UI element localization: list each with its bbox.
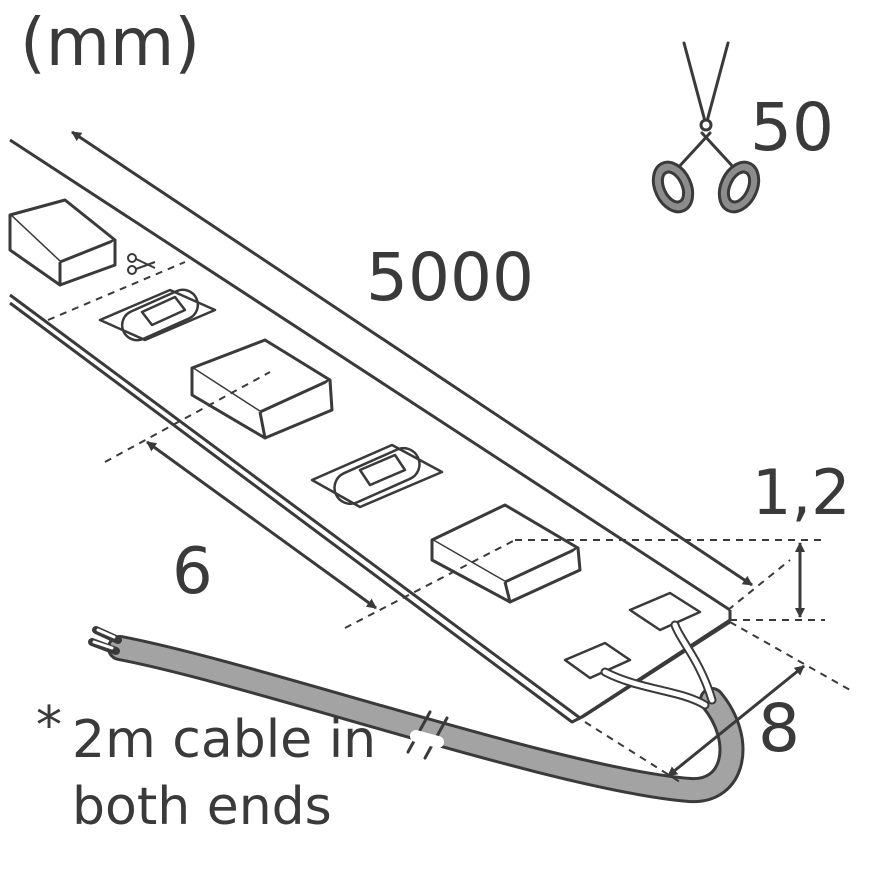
pitch-dimension-arrow xyxy=(146,440,377,610)
resistor xyxy=(98,288,217,342)
solder-pad xyxy=(628,591,702,632)
strip-thickness-label: 1,2 xyxy=(752,456,851,529)
led-chip xyxy=(430,503,582,604)
led-chip xyxy=(8,198,117,287)
led-chip xyxy=(190,338,334,440)
length-dimension-arrow xyxy=(71,130,753,587)
dimension-arrows xyxy=(71,130,805,778)
note-asterisk: * xyxy=(36,696,62,756)
cable-break-gap xyxy=(410,730,444,748)
strip-width-label: 8 xyxy=(758,690,800,767)
cable-wire xyxy=(602,669,708,708)
solder-pad xyxy=(563,641,632,680)
strip-body xyxy=(9,138,732,724)
solder-pads xyxy=(563,591,702,680)
scissors-cut-mark-icon xyxy=(127,253,156,275)
width-dimension-arrow xyxy=(667,664,805,778)
scissors-icon xyxy=(651,41,761,214)
wire-tip xyxy=(92,640,114,650)
strip-end-lower xyxy=(583,620,731,718)
resistor xyxy=(310,443,444,509)
cable-note: 2m cable in both ends xyxy=(72,710,377,837)
wire-tip xyxy=(96,628,116,639)
strip-length-label: 5000 xyxy=(366,239,534,316)
led-pitch-label: 6 xyxy=(172,535,213,609)
cut-interval-label: 50 xyxy=(750,89,834,166)
units-label: (mm) xyxy=(20,4,201,81)
